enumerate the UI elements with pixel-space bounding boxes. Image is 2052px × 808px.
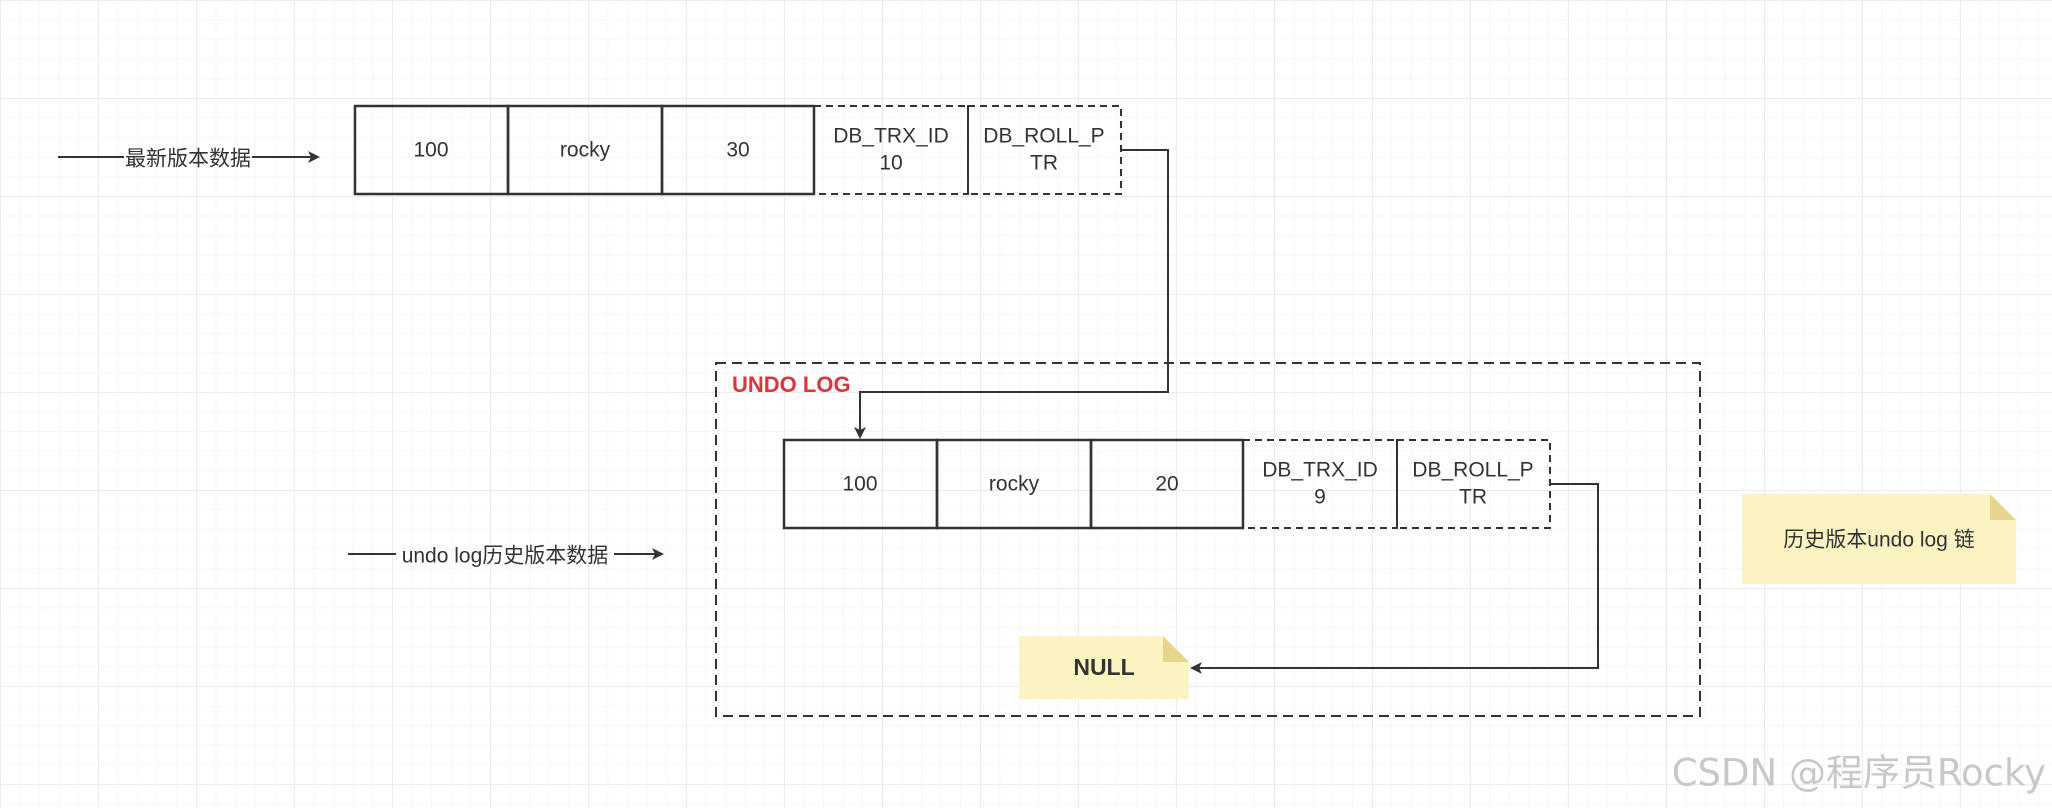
undo-log-container: UNDO LOG bbox=[715, 362, 1701, 717]
undo-roll-ptr-line1: DB_ROLL_P bbox=[1412, 459, 1533, 482]
latest-trx-id-line2: 10 bbox=[879, 152, 902, 175]
undo-cell-trx-id bbox=[1242, 439, 1398, 529]
undo-cell-roll-ptr bbox=[1396, 439, 1551, 529]
latest-cell-age-text: 30 bbox=[726, 139, 749, 162]
undo-cell-age bbox=[1089, 438, 1245, 530]
latest-roll-ptr-line2: TR bbox=[1030, 152, 1058, 175]
undo-cell-age-text: 20 bbox=[1155, 473, 1178, 496]
null-note-body bbox=[1019, 636, 1189, 699]
undo-trx-id-line2: 9 bbox=[1314, 486, 1326, 509]
roll-ptr-connector-undo bbox=[1190, 483, 1599, 674]
chain-note-text: 历史版本undo log 链 bbox=[1783, 529, 1974, 552]
undo-log-box bbox=[715, 362, 1701, 717]
latest-cell-age bbox=[660, 104, 816, 196]
null-note-fold bbox=[1163, 636, 1189, 662]
undo-cell-name-text: rocky bbox=[989, 473, 1040, 496]
latest-cell-trx-id bbox=[813, 105, 969, 195]
undo-log-label: undo log历史版本数据 bbox=[402, 545, 609, 568]
latest-cell-roll-ptr bbox=[967, 105, 1122, 195]
undo-roll-ptr-line2: TR bbox=[1459, 486, 1487, 509]
chain-note-body bbox=[1742, 494, 2016, 584]
watermark: CSDN @程序员Rocky bbox=[1672, 752, 2046, 795]
chain-note-fold bbox=[1990, 494, 2016, 520]
latest-cell-id-text: 100 bbox=[413, 139, 448, 162]
undo-log-title: UNDO LOG bbox=[732, 372, 851, 397]
latest-version-label-group: 最新版本数据 bbox=[58, 148, 320, 171]
latest-roll-ptr-line1: DB_ROLL_P bbox=[983, 125, 1104, 148]
undo-trx-id-line1: DB_TRX_ID bbox=[1262, 459, 1378, 482]
latest-version-label: 最新版本数据 bbox=[125, 148, 251, 171]
latest-cell-name-text: rocky bbox=[560, 139, 611, 162]
latest-version-record: 100 rocky 30 DB_TRX_ID 10 DB_ROLL_P TR bbox=[353, 104, 1122, 196]
undo-cell-id-text: 100 bbox=[842, 473, 877, 496]
null-note: NULL bbox=[1019, 636, 1189, 699]
undo-log-label-group: undo log历史版本数据 bbox=[348, 545, 664, 568]
chain-note: 历史版本undo log 链 bbox=[1742, 494, 2016, 584]
undo-log-record: 100 rocky 20 DB_TRX_ID 9 DB_ROLL_P TR bbox=[782, 438, 1551, 530]
roll-ptr-connector-latest bbox=[854, 149, 1169, 439]
latest-trx-id-line1: DB_TRX_ID bbox=[833, 125, 949, 148]
null-note-text: NULL bbox=[1073, 654, 1134, 680]
